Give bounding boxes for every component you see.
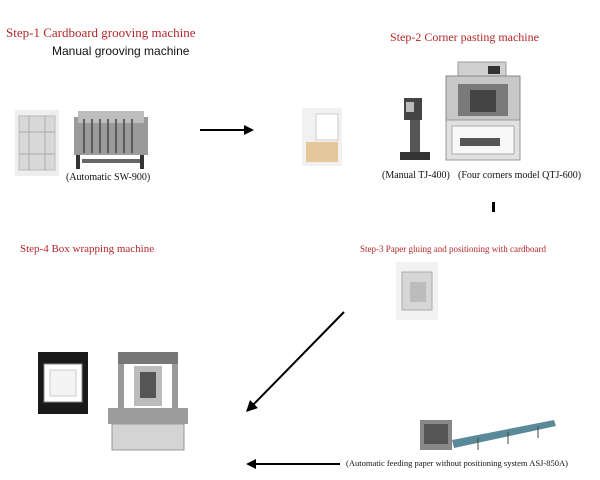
step2-caption-manual: (Manual TJ-400) <box>382 170 450 181</box>
four-corner-machine-photo <box>445 61 521 161</box>
step3-title: Step-3 Paper gluing and positioning with… <box>360 244 546 254</box>
glued-box-photo <box>396 262 438 320</box>
step2-title: Step-2 Corner pasting machine <box>390 30 539 44</box>
step2-caption-auto: (Four corners model QTJ-600) <box>458 170 582 181</box>
step1-title: Step-1 Cardboard grooving machine <box>6 25 196 40</box>
cardboard-blank-photo <box>15 110 59 176</box>
box-wrapping-machine-photo <box>108 352 188 451</box>
step4-title: Step-4 Box wrapping machine <box>20 243 155 255</box>
step1-subtitle: Manual grooving machine <box>52 44 190 58</box>
step3-caption: (Automatic feeding paper without positio… <box>346 458 568 468</box>
wrapped-box-photo <box>38 352 88 414</box>
step1-caption: (Automatic SW-900) <box>66 172 151 183</box>
grooving-machine-photo <box>74 111 148 169</box>
gluing-machine-photo <box>420 420 556 450</box>
manual-corner-paster-photo <box>400 98 430 160</box>
corner-box-photo <box>302 108 342 166</box>
